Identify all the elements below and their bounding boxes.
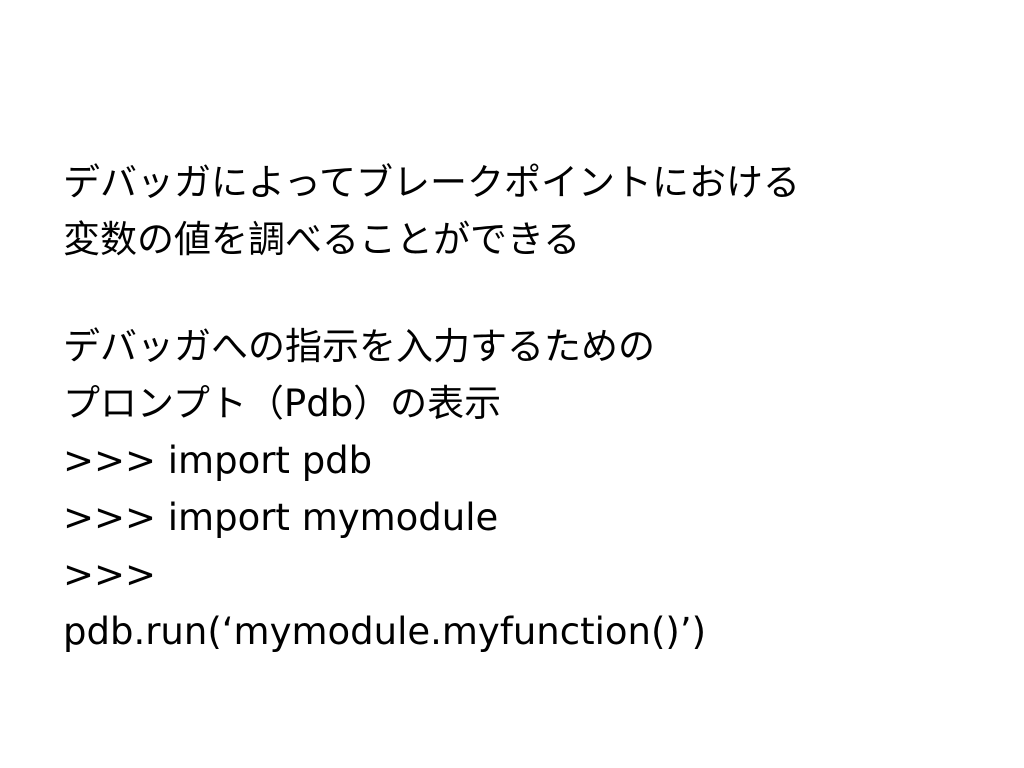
- paragraph-2-line-1: デバッガへの指示を入力するための: [63, 325, 655, 368]
- paragraph-2-line-2: プロンプト（Pdb）の表示: [63, 382, 502, 425]
- paragraph-1-line-2: 変数の値を調べることができる: [63, 218, 581, 261]
- code-line-1: >>> import pdb: [63, 439, 373, 482]
- code-line-3: >>>: [63, 553, 157, 596]
- spacer: [63, 268, 1003, 318]
- slide-body: デバッガによってブレークポイントにおける 変数の値を調べることができる デバッガ…: [63, 154, 1003, 660]
- paragraph-1-line-1: デバッガによってブレークポイントにおける: [63, 161, 801, 204]
- code-line-2: >>> import mymodule: [63, 496, 499, 539]
- code-line-4: pdb.run(‘mymodule.myfunction()’): [63, 610, 707, 653]
